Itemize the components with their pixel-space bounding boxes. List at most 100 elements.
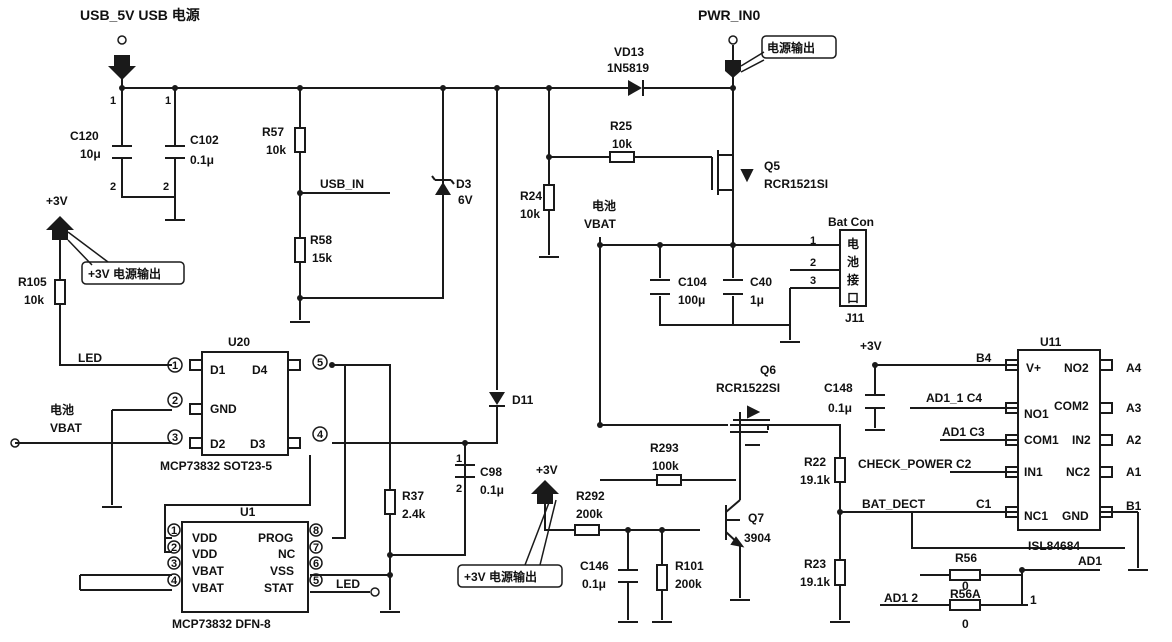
label-r56-val: 0: [962, 579, 969, 593]
label-u20: U20: [228, 335, 250, 349]
junctions: [119, 85, 1025, 578]
label-r101-val: 200k: [675, 577, 702, 591]
label-r58-val: 15k: [312, 251, 332, 265]
label-ad1-right: AD1: [1078, 554, 1102, 568]
label-c98: C98: [480, 465, 502, 479]
label-c148-val: 0.1μ: [828, 401, 852, 415]
label-ad1-2: AD1 2: [884, 591, 918, 605]
label-r23-val: 19.1k: [800, 575, 830, 589]
label-pwr-in0: PWR_IN0: [698, 7, 760, 23]
label-one: 1: [1030, 593, 1037, 607]
label-c40: C40: [750, 275, 772, 289]
connector-j11: [839, 229, 867, 307]
label-u20-name: MCP73832 SOT23-5: [160, 459, 272, 473]
label-r56: R56: [955, 551, 977, 565]
label-pwr-out-top: 电源输出: [767, 40, 815, 55]
label-r56a-val: 0: [962, 617, 969, 631]
svg-text:5: 5: [313, 575, 319, 587]
label-pin-nc: NC: [278, 547, 296, 561]
label-batcon: Bat Con: [828, 215, 874, 229]
capacitor-c120: [112, 145, 132, 159]
label-pin-no2: NO2: [1064, 361, 1089, 375]
svg-text:2: 2: [163, 181, 169, 193]
label-pin-d3: D3: [250, 437, 266, 451]
label-a3: A3: [1126, 401, 1142, 415]
label-pin-vss: VSS: [270, 564, 294, 578]
label-d3-val: 6V: [458, 193, 473, 207]
label-u11: U11: [1040, 335, 1062, 349]
label-pin-d4: D4: [252, 363, 268, 377]
label-bat-zh: 电池: [592, 198, 616, 213]
label-pin-com2: COM2: [1054, 399, 1089, 413]
label-pin-vbat1: VBAT: [192, 564, 224, 578]
label-d11: D11: [512, 393, 534, 407]
label-pin-nc2: NC2: [1066, 465, 1090, 479]
diode-d3: [431, 175, 455, 195]
svg-text:5: 5: [317, 357, 323, 369]
label-r105: R105: [18, 275, 47, 289]
label-c40-val: 1μ: [750, 293, 764, 307]
label-r22: R22: [804, 455, 826, 469]
svg-text:2: 2: [456, 483, 462, 495]
capacitor-c104: [650, 279, 670, 295]
svg-text:7: 7: [313, 542, 319, 554]
j11-char-3: 接: [847, 272, 859, 287]
label-r293: R293: [650, 441, 679, 455]
capacitor-c98: [455, 464, 475, 478]
label-pin-com1: COM1: [1024, 433, 1059, 447]
callout-box-left: [81, 261, 185, 285]
svg-text:1: 1: [456, 453, 462, 465]
label-vbat: VBAT: [584, 217, 616, 231]
power-arrows: [46, 55, 741, 504]
callout-box-mid: [457, 564, 563, 588]
diode-vd13: [628, 80, 644, 96]
label-q6: Q6: [760, 363, 776, 377]
label-r37-val: 2.4k: [402, 507, 426, 521]
label-pin-vdd1: VDD: [192, 531, 218, 545]
label-p3v-out-left: +3V 电源输出: [88, 266, 161, 281]
label-r105-val: 10k: [24, 293, 44, 307]
capacitor-c40: [723, 279, 743, 295]
label-ad1-c3: AD1 C3: [942, 425, 985, 439]
label-ad1-1-c4: AD1_1 C4: [926, 391, 982, 405]
ground-symbols: [102, 219, 1148, 623]
svg-text:2: 2: [172, 395, 178, 407]
label-vd13-val: 1N5819: [607, 61, 649, 75]
ic-u11: [1017, 349, 1101, 531]
callout-lines: [67, 51, 765, 566]
callout-box-top: [761, 35, 837, 59]
svg-text:3: 3: [171, 558, 177, 570]
label-c104-val: 100μ: [678, 293, 705, 307]
label-pin-prog: PROG: [258, 531, 293, 545]
label-usb-5v: USB_5V USB 电源: [80, 7, 200, 23]
svg-text:2: 2: [810, 257, 816, 269]
label-pin-nc1: NC1: [1024, 509, 1048, 523]
label-pin-vbat2: VBAT: [192, 581, 224, 595]
svg-text:1: 1: [110, 95, 116, 107]
svg-text:1: 1: [165, 95, 171, 107]
j11-char-2: 池: [847, 254, 859, 269]
label-pin-d2: D2: [210, 437, 226, 451]
label-q7-val: 3904: [744, 531, 771, 545]
label-r25: R25: [610, 119, 632, 133]
label-bat-dect: BAT_DECT: [862, 497, 926, 511]
label-p3v-out-mid: +3V 电源输出: [464, 569, 537, 584]
label-bat-zh2: 电池: [50, 402, 74, 417]
label-r56a: R56A: [950, 587, 981, 601]
label-pin-gnd-u11: GND: [1062, 509, 1089, 523]
capacitor-c146: [618, 569, 638, 583]
svg-text:3: 3: [810, 275, 816, 287]
label-pin-vdd2: VDD: [192, 547, 218, 561]
label-check-power: CHECK_POWER C2: [858, 457, 972, 471]
label-r23: R23: [804, 557, 826, 571]
label-a4: A4: [1126, 361, 1142, 375]
label-pin-vplus: V+: [1026, 361, 1041, 375]
diode-d11: [489, 392, 505, 407]
label-p3v-mid: +3V: [536, 463, 558, 477]
label-c102: C102: [190, 133, 219, 147]
label-p3v-left: +3V: [46, 194, 68, 208]
transistor-q6: [730, 405, 770, 446]
label-b4: B4: [976, 351, 992, 365]
label-r58: R58: [310, 233, 332, 247]
